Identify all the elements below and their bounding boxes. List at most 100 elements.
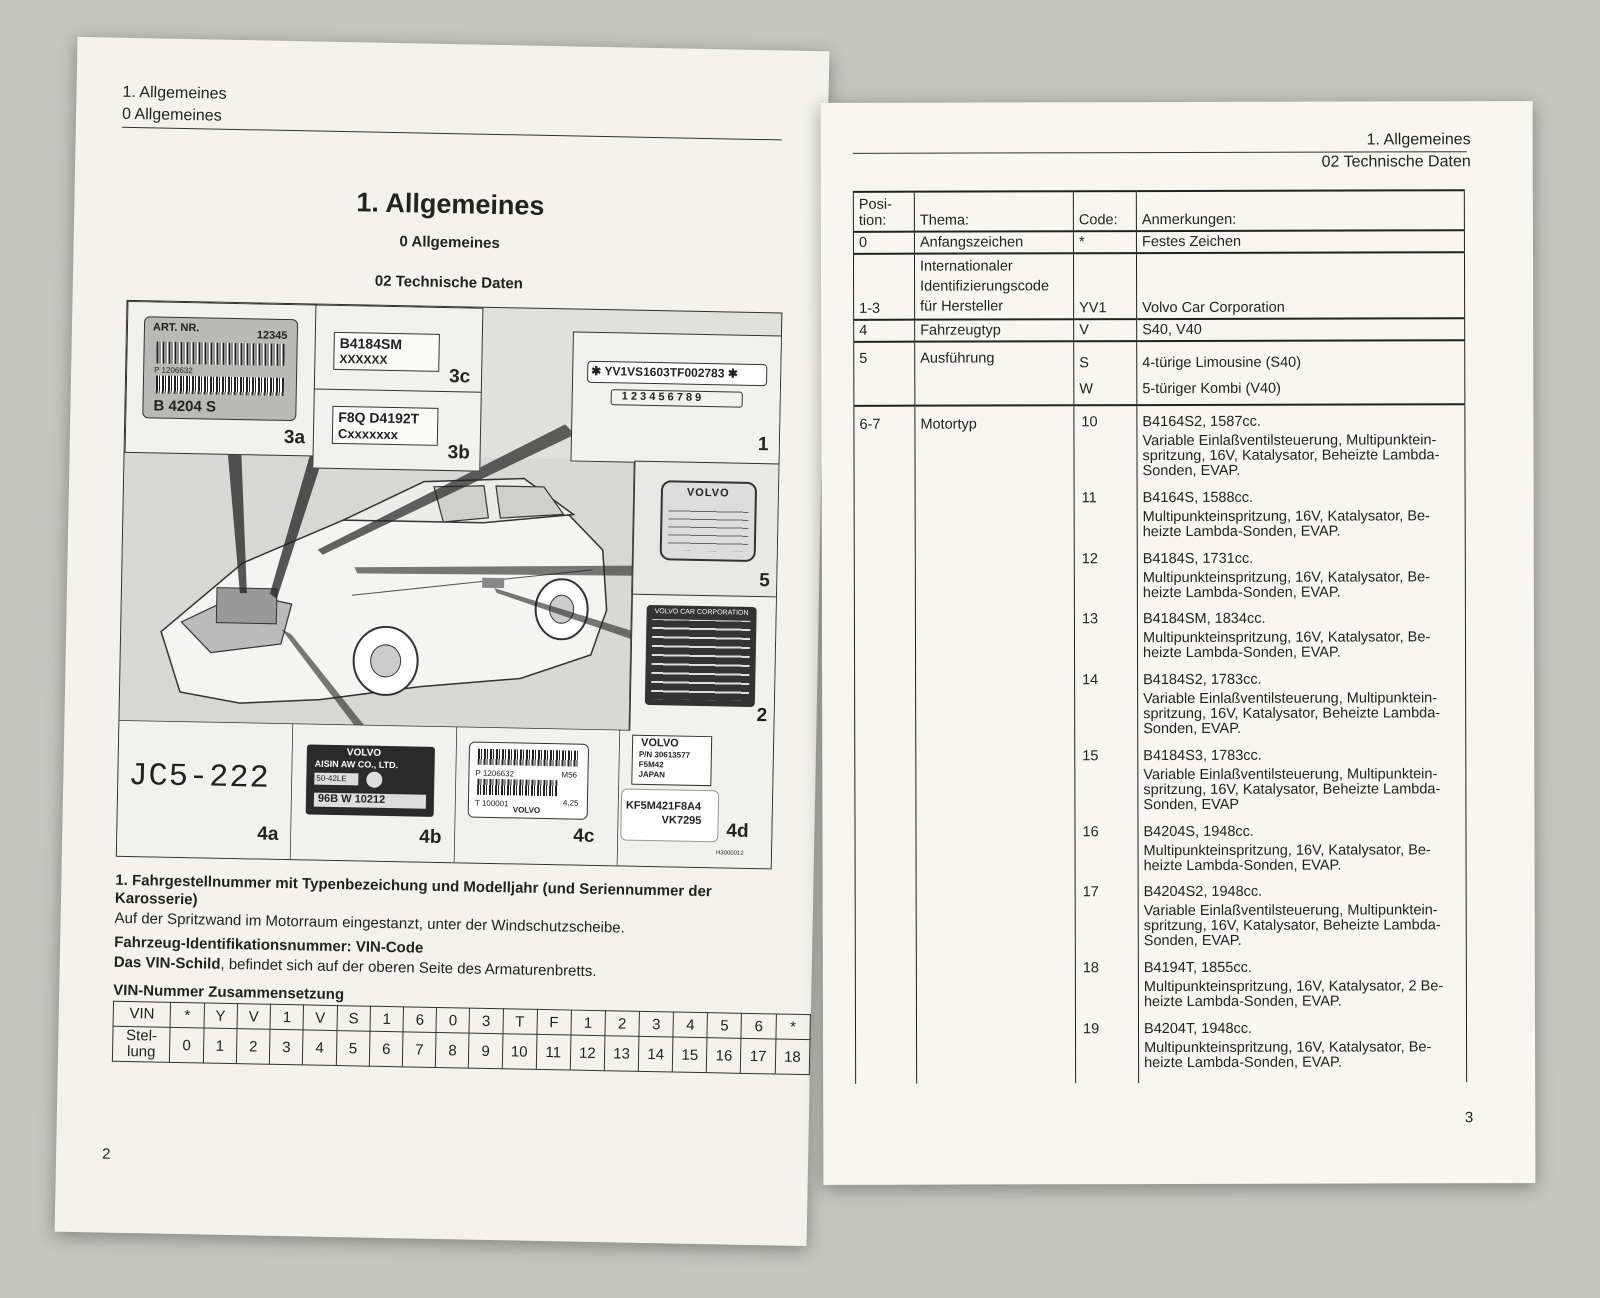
engine-code: B 4204 S xyxy=(153,397,217,416)
plate-3c-box: B4184SM XXXXXX 3c xyxy=(313,304,484,394)
vin-code: ✱ YV1VS1603TF002783 ✱ xyxy=(591,363,738,381)
motor-code: 18 xyxy=(1082,960,1100,977)
vin-char-cell: 3 xyxy=(469,1008,503,1034)
vin-char-cell: 5 xyxy=(707,1012,742,1039)
motor-description: Variable Einlaßventilsteuerung, Multipun… xyxy=(1143,765,1441,813)
plate-4c: P 1206632 M56 T 100001 VOLVO 4,25 xyxy=(467,741,590,820)
motor-name: B4164S, 1588cc. xyxy=(1142,489,1254,507)
cell-code: * xyxy=(1073,231,1137,254)
header-thema: Thema: xyxy=(914,191,1074,232)
cell-thema: Motortyp xyxy=(914,405,1076,1084)
vin-position-cell: 15 xyxy=(672,1037,708,1073)
vin-position-cell: 16 xyxy=(706,1037,742,1074)
circle-icon xyxy=(366,771,383,788)
note2-text: Das VIN-Schild, befindet sich auf der ob… xyxy=(114,954,597,981)
plate-4d-bottom: KF5M421F8A4 VK7295 xyxy=(620,788,720,843)
serial-3b: Cxxxxxxx xyxy=(337,425,399,443)
spec-header-row: Posi- tion: Thema: Code: Anmerkungen: xyxy=(853,190,1465,232)
note-s: 4-türige Limousine (S40) xyxy=(1142,354,1302,372)
motor-code: 10 xyxy=(1081,414,1098,431)
header-position: Posi- tion: xyxy=(853,191,915,232)
cell-position: 6-7 xyxy=(853,405,917,1084)
motor-description: Multipunkteinspritzung, 16V, Katalysator… xyxy=(1142,629,1431,662)
cell-anmerkungen: 4-türige Limousine (S40)5-türiger Kombi … xyxy=(1136,340,1465,406)
volvo-brand-4b: VOLVO xyxy=(346,747,382,759)
cell-position: 4 xyxy=(853,319,915,342)
motor-name: B4204S2, 1948cc. xyxy=(1143,883,1263,901)
label-3a: 3a xyxy=(283,426,306,449)
plate-3b-box: F8Q D4192T Cxxxxxxx 3b xyxy=(312,388,482,472)
motor-description: Multipunkteinspritzung, 16V, Katalysator… xyxy=(1143,841,1431,874)
cell-position: 0 xyxy=(853,231,915,254)
motor-code: 19 xyxy=(1082,1020,1100,1037)
vin-spec-table: Posi- tion: Thema: Code: Anmerkungen: 0 … xyxy=(853,189,1467,1084)
label-4c: 4c xyxy=(573,825,595,847)
barcode-icon xyxy=(155,375,285,396)
motor-code: 15 xyxy=(1082,747,1099,764)
serial-plate: 1 2 3 4 5 6 7 8 9 xyxy=(610,389,743,408)
model-field: 50-42LE xyxy=(314,772,359,786)
plate-lines xyxy=(667,504,749,552)
header-anmerkungen: Anmerkungen: xyxy=(1136,190,1465,232)
table-row: 4 Fahrzeugtyp V S40, V40 xyxy=(853,318,1465,342)
cell-code: YV1 xyxy=(1073,253,1137,320)
header-chapter: 1. Allgemeines xyxy=(122,83,227,103)
plate-4c-box: P 1206632 M56 T 100001 VOLVO 4,25 4c xyxy=(454,727,620,866)
plate-3b: F8Q D4192T Cxxxxxxx xyxy=(331,405,439,446)
volvo-brand-5: VOLVO xyxy=(686,486,730,500)
label-4d: 4d xyxy=(726,820,749,842)
cell-anmerkungen: S40, V40 xyxy=(1136,318,1465,342)
cell-thema: Anfangszeichen xyxy=(914,231,1074,254)
vin-position-cell: 17 xyxy=(740,1038,776,1074)
label-4b: 4b xyxy=(419,826,442,849)
serial-4b: 96B W 10212 xyxy=(317,792,386,806)
vin-position-cell: 7 xyxy=(402,1031,437,1068)
header-code: Code: xyxy=(1073,191,1137,232)
vin-char-cell: 6 xyxy=(403,1006,437,1033)
plate-2: VOLVO CAR CORPORATION xyxy=(644,604,757,708)
barcode-icon xyxy=(477,778,558,797)
vin-position-cell: 4 xyxy=(302,1029,337,1066)
motor-code: 12 xyxy=(1081,550,1098,567)
subtitle-technische-daten: 02 Technische Daten xyxy=(374,272,524,293)
page-number-right: 3 xyxy=(1464,1109,1474,1127)
header-section: 0 Allgemeines xyxy=(121,105,222,125)
code-w: W xyxy=(1079,381,1094,398)
plate-5-box: VOLVO 5 xyxy=(631,460,781,599)
vin-char-cell: Y xyxy=(203,1002,238,1029)
vin-position-cell: 13 xyxy=(604,1035,639,1072)
maker-2: VOLVO CAR CORPORATION xyxy=(654,608,749,617)
plate-4a-box: JC5-222 4a xyxy=(116,720,293,860)
vin-char-cell: V xyxy=(303,1004,338,1031)
right-page: 1. Allgemeines 02 Technische Daten Posi-… xyxy=(820,101,1536,1185)
note2-rest: , befindet sich auf der oberen Seite des… xyxy=(220,955,597,981)
vin-char-cell: 2 xyxy=(604,1010,640,1037)
vin-position-cell: 18 xyxy=(774,1038,810,1075)
model-4b: 50-42LE xyxy=(316,773,347,784)
plate-1-box: ✱ YV1VS1603TF002783 ✱ 1 2 3 4 5 6 7 8 9 … xyxy=(570,331,783,466)
plate-5: VOLVO xyxy=(659,480,758,563)
motor-description: Multipunkteinspritzung, 16V, Katalysator… xyxy=(1144,1038,1432,1071)
page-title: 1. Allgemeines xyxy=(356,187,545,221)
code2-4d: VK7295 xyxy=(661,814,702,828)
cell-position: 1-3 xyxy=(853,253,915,320)
motor-name: B4164S2, 1587cc. xyxy=(1142,413,1261,431)
plate-4d-box: VOLVO P/N 30613577 F5M42 JAPAN KF5M421F8… xyxy=(617,730,774,869)
vin-position-cell: 6 xyxy=(369,1031,404,1067)
serial-3c: XXXXXX xyxy=(339,351,388,367)
vin-row-label: VIN xyxy=(113,1001,171,1028)
plate-3a-box: ART. NR. 12345 P 1206632 B 4204 S 3a xyxy=(124,300,318,457)
motor-name: B4184S, 1731cc. xyxy=(1142,550,1254,567)
table-row: 0 Anfangszeichen * Festes Zeichen xyxy=(853,230,1465,254)
motor-description: Multipunkteinspritzung, 16V, Katalysator… xyxy=(1142,508,1430,541)
motor-code: 13 xyxy=(1081,611,1099,628)
vin-char-cell: T xyxy=(502,1008,538,1035)
model-4d: F5M42 xyxy=(638,759,664,770)
subtitle-allgemeines: 0 Allgemeines xyxy=(399,233,500,253)
art-number: 12345 xyxy=(256,329,288,342)
left-page: 1. Allgemeines 0 Allgemeines 1. Allgemei… xyxy=(54,36,830,1247)
